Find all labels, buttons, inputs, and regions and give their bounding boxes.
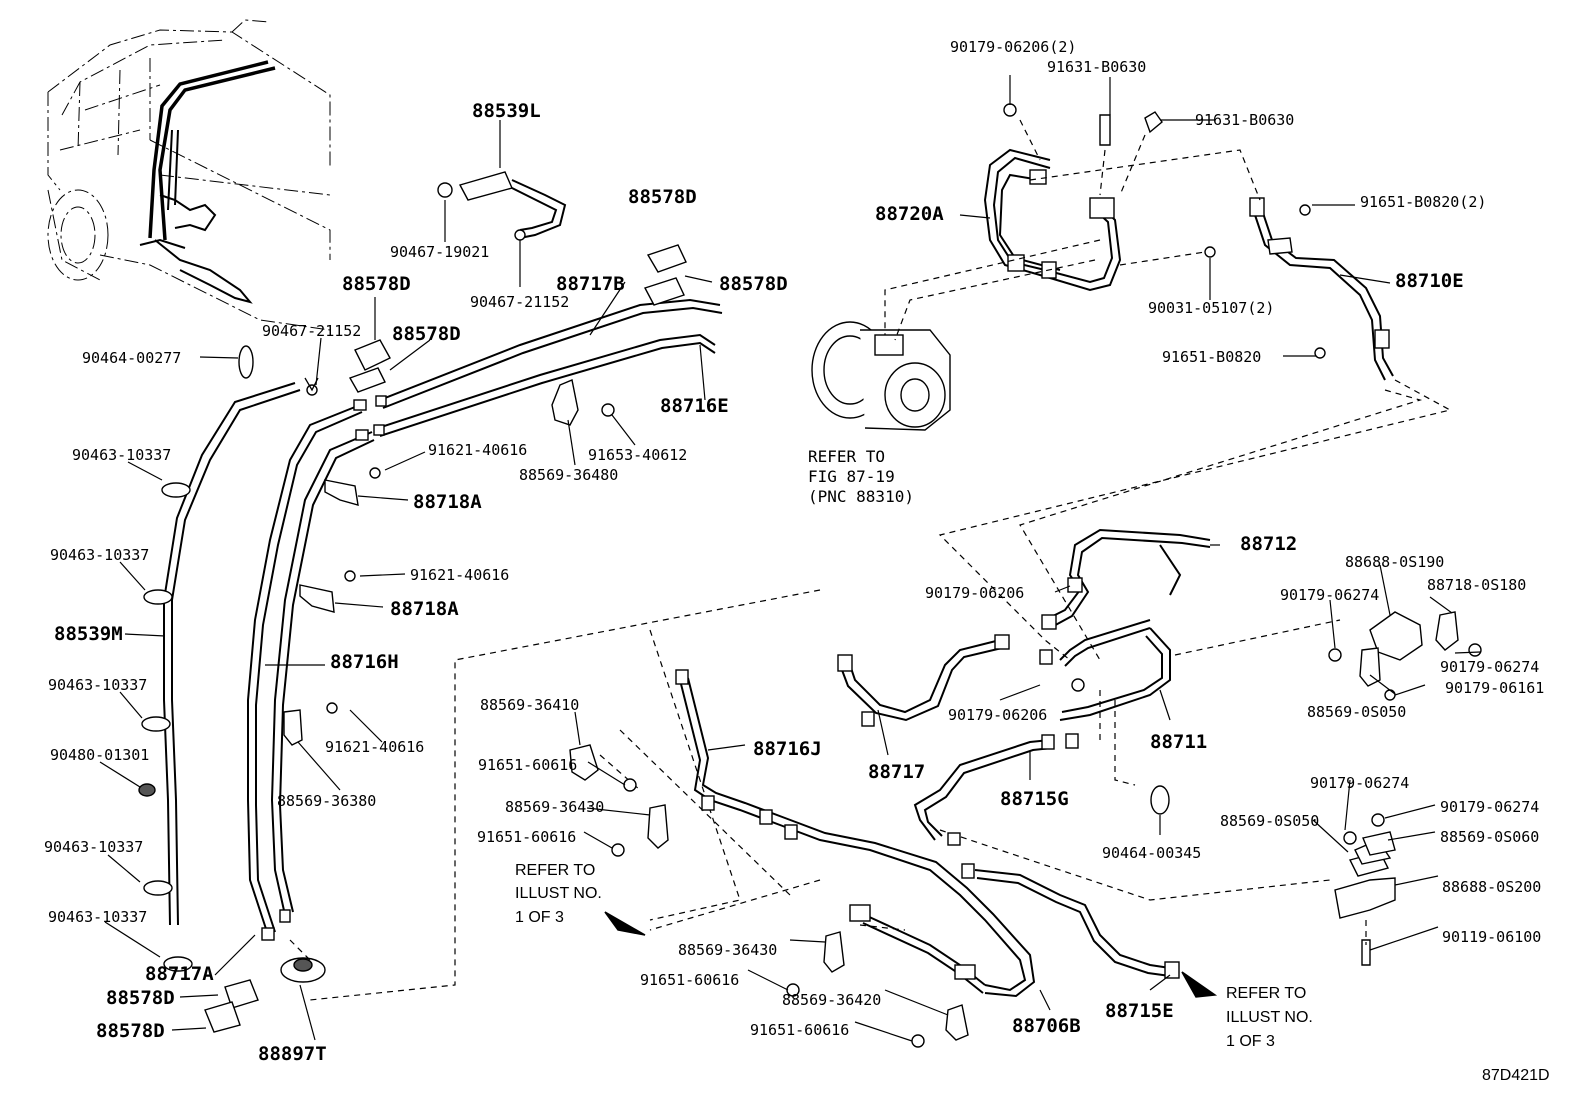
label-91631-b0630-b: 91631-B0630 [1195,111,1294,129]
label-91621-40616-c: 91621-40616 [325,738,424,756]
rear-cooler-hose-group [163,298,723,941]
label-88706b: 88706B [1012,1015,1081,1037]
label-90464-00277: 90464-00277 [82,349,181,367]
label-88539m: 88539M [54,623,123,645]
label-90179-06206-2: 90179-06206(2) [950,38,1076,56]
label-90119-06100: 90119-06100 [1442,928,1541,946]
label-90463-10337-a: 90463-10337 [72,446,171,464]
label-88569-0s050-a: 88569-0S050 [1307,703,1406,721]
label-88539l: 88539L [472,100,541,122]
refer-illust-right-line1: REFER TO [1226,985,1306,1002]
label-88716e: 88716E [660,395,729,417]
label-88578d-f: 88578D [96,1020,165,1042]
label-88720a: 88720A [875,203,944,225]
label-88718a-b: 88718A [390,598,459,620]
vehicle-outline-illustration [47,19,331,331]
label-88715g: 88715G [1000,788,1069,810]
grommets-lower [204,957,326,1033]
reference-arrows [604,911,1218,998]
grommets-upper [348,171,687,393]
label-88716h: 88716H [330,651,399,673]
front-suction-discharge-hoses [983,103,1394,381]
label-88569-36380: 88569-36380 [277,792,376,810]
brackets-left [283,379,615,746]
label-90031-05107-2: 90031-05107(2) [1148,299,1274,317]
label-91621-40616-a: 91621-40616 [428,441,527,459]
label-88717a: 88717A [145,963,214,985]
label-88711: 88711 [1150,731,1207,753]
refer-illust-right-line3: 1 OF 3 [1226,1033,1275,1050]
label-88710e: 88710E [1395,270,1464,292]
label-90467-21152-a: 90467-21152 [470,293,569,311]
label-91651-60616-c: 91651-60616 [640,971,739,989]
label-91651-b0820-2: 91651-B0820(2) [1360,193,1486,211]
label-91631-b0630-a: 91631-B0630 [1047,58,1146,76]
underfloor-pipe-lines [675,669,1180,998]
label-90463-10337-b: 90463-10337 [50,546,149,564]
label-88578d-e: 88578D [106,987,175,1009]
label-88688-0s190: 88688-0S190 [1345,553,1444,571]
middle-pipe-lines [837,528,1211,846]
label-91651-60616-b: 91651-60616 [477,828,576,846]
label-88578d-a: 88578D [628,186,697,208]
label-88718a-a: 88718A [413,491,482,513]
label-88717b: 88717B [556,273,625,295]
label-90463-10337-d: 90463-10337 [44,838,143,856]
label-88578d-b: 88578D [719,273,788,295]
label-88688-0s200: 88688-0S200 [1442,878,1541,896]
label-88712: 88712 [1240,533,1297,555]
label-91651-b0820: 91651-B0820 [1162,348,1261,366]
label-91653-40612: 91653-40612 [588,446,687,464]
label-90467-19021: 90467-19021 [390,243,489,261]
label-88716j: 88716J [753,738,822,760]
refer-compressor-line3: (PNC 88310) [808,487,914,506]
label-88569-36480: 88569-36480 [519,466,618,484]
label-90463-10337-e: 90463-10337 [48,908,147,926]
refer-illust-left-line1: REFER TO [515,862,595,879]
right-bracket-assemblies [1328,611,1482,966]
label-88897t: 88897T [258,1043,327,1065]
label-88569-0s060: 88569-0S060 [1440,828,1539,846]
label-88578d-c: 88578D [342,273,411,295]
label-91621-40616-b: 91621-40616 [410,566,509,584]
label-88569-36430-a: 88569-36430 [505,798,604,816]
part-labels: 90179-06206(2) 91631-B0630 91631-B0630 9… [44,38,1550,1084]
refer-illust-right-line2: ILLUST NO. [1226,1009,1313,1026]
label-91651-60616-d: 91651-60616 [750,1021,849,1039]
diagram-code: 87D421D [1482,1067,1550,1084]
label-88569-0s050-b: 88569-0S050 [1220,812,1319,830]
label-88578d-d: 88578D [392,323,461,345]
label-90179-06274-c: 90179-06274 [1310,774,1409,792]
label-91651-60616-a: 91651-60616 [478,756,577,774]
refer-compressor-line1: REFER TO [808,447,885,466]
label-88569-36420: 88569-36420 [782,991,881,1009]
label-90463-10337-c: 90463-10337 [48,676,147,694]
label-90179-06274-d: 90179-06274 [1440,798,1539,816]
label-88569-36430-b: 88569-36430 [678,941,777,959]
compressor-illustration [811,321,951,431]
label-90464-00345: 90464-00345 [1102,844,1201,862]
refer-compressor-line2: FIG 87-19 [808,467,895,486]
label-90179-06206-b: 90179-06206 [948,706,1047,724]
label-88718-0s180: 88718-0S180 [1427,576,1526,594]
label-88569-36410: 88569-36410 [480,696,579,714]
lower-center-clamps [569,744,969,1048]
label-90179-06206-a: 90179-06206 [925,584,1024,602]
label-90480-01301: 90480-01301 [50,746,149,764]
dashed-connectors [289,119,1452,1001]
label-90467-21152-b: 90467-21152 [262,322,361,340]
refer-illust-left-line2: ILLUST NO. [515,885,602,902]
label-88715e: 88715E [1105,1000,1174,1022]
label-90179-06274-b: 90179-06274 [1440,658,1539,676]
hose-clamps-column [138,345,254,972]
label-90179-06161: 90179-06161 [1445,679,1544,697]
refer-illust-left-line3: 1 OF 3 [515,909,564,926]
leader-lines [99,75,1481,1042]
label-90179-06274-a: 90179-06274 [1280,586,1379,604]
label-88717: 88717 [868,761,925,783]
